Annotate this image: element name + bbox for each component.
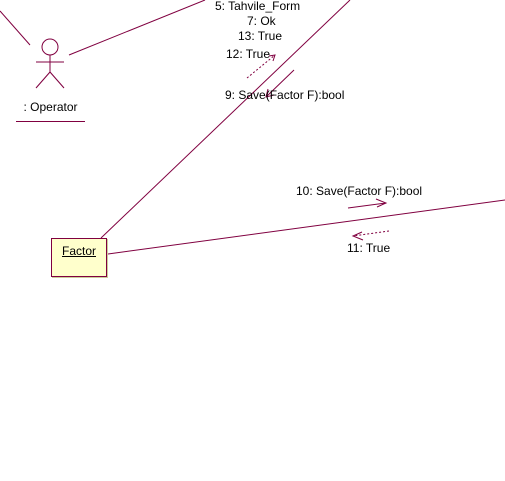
message-label-9: 9: Save(Factor F):bool (225, 88, 345, 102)
message-label-11: 11: True (347, 241, 391, 255)
message-label-7: 7: Ok (247, 14, 276, 28)
link-offscreen-actor (0, 10, 31, 46)
message-label-5: 5: Tahvile_Form (215, 0, 301, 13)
message-arrow-12-return (246, 54, 276, 79)
message-label-13: 13: True (238, 29, 283, 43)
actor-label-underline (16, 121, 85, 122)
message-arrow-11-return (351, 230, 390, 241)
operator-actor-icon (35, 38, 65, 89)
factor-object-box[interactable]: Factor (51, 238, 107, 277)
link-factor-to-form (100, 0, 351, 239)
actor-label: : Operator (23, 100, 78, 114)
message-label-10: 10: Save(Factor F):bool (296, 184, 423, 198)
link-factor-to-right (107, 199, 505, 255)
message-arrow-9 (265, 69, 295, 98)
message-label-12: 12: True (226, 47, 271, 61)
message-arrow-10 (347, 198, 388, 209)
factor-object-label: Factor (61, 244, 96, 258)
link-operator-to-form (68, 0, 206, 56)
